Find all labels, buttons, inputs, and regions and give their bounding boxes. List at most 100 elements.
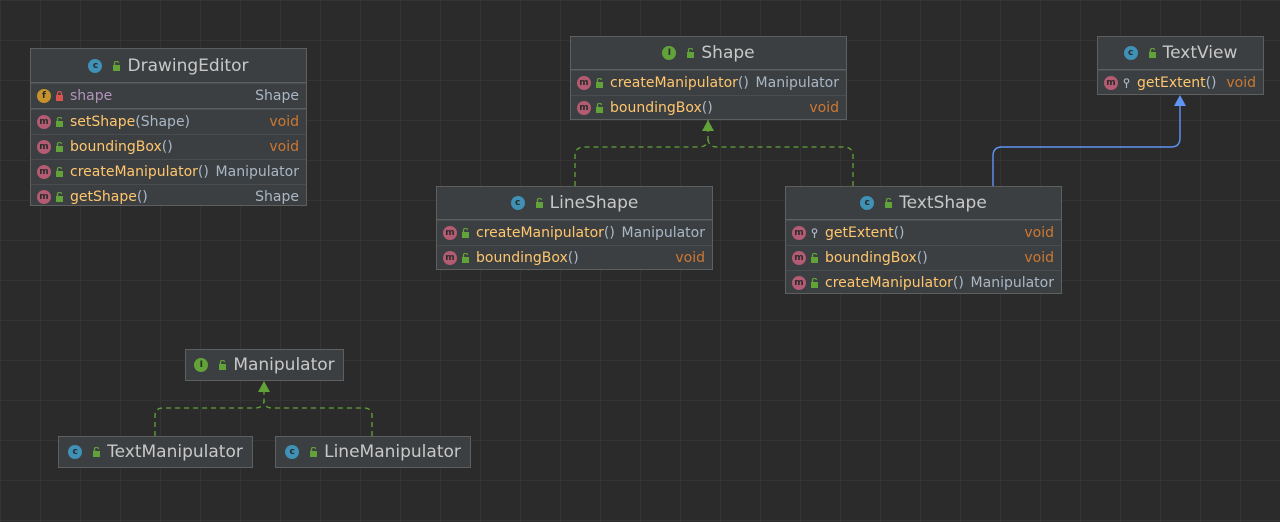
package-visibility-icon <box>811 228 818 238</box>
public-visibility-icon <box>811 253 818 263</box>
method-name: setShape <box>70 114 136 130</box>
method-icon: m <box>37 140 51 154</box>
method-params: () <box>197 164 209 180</box>
method-row[interactable]: m createManipulator() Manipulator <box>31 159 306 184</box>
method-row[interactable]: m getExtent() void <box>1098 70 1263 95</box>
method-params: () <box>893 225 905 241</box>
field-name: shape <box>70 88 113 104</box>
method-icon: m <box>37 190 51 204</box>
method-name: getExtent <box>1137 75 1206 91</box>
method-row[interactable]: m setShape(Shape) void <box>31 109 306 134</box>
public-visibility-icon <box>56 192 63 202</box>
class-title: LineManipulator <box>324 442 461 462</box>
public-visibility-icon <box>462 253 469 263</box>
class-node-line-manipulator[interactable]: c LineManipulator <box>275 436 471 468</box>
method-return-type: void <box>1024 250 1054 266</box>
class-node-line-shape[interactable]: c LineShape m createManipulator() Manipu… <box>436 186 713 270</box>
method-name: boundingBox <box>476 250 568 266</box>
public-visibility-icon <box>56 142 63 152</box>
method-icon: m <box>37 115 51 129</box>
method-params: () <box>916 250 928 266</box>
method-row[interactable]: m getExtent() void <box>786 220 1061 245</box>
method-name: createManipulator <box>610 75 738 91</box>
method-icon: m <box>443 226 457 240</box>
public-visibility-icon <box>811 278 818 288</box>
public-visibility-icon <box>310 447 318 457</box>
class-node-text-shape[interactable]: c TextShape m getExtent() void m boundin… <box>785 186 1062 294</box>
public-visibility-icon <box>56 167 63 177</box>
method-icon: m <box>443 251 457 265</box>
public-visibility-icon <box>687 48 695 58</box>
interface-node-manipulator[interactable]: I Manipulator <box>185 349 344 381</box>
method-params: () <box>603 225 615 241</box>
class-title: TextShape <box>899 193 987 213</box>
method-return-type: void <box>1024 225 1054 241</box>
abstract-method-icon: m <box>577 101 591 115</box>
method-name: createManipulator <box>825 275 953 291</box>
method-params: () <box>737 75 749 91</box>
method-icon: m <box>792 251 806 265</box>
method-params: () <box>952 275 964 291</box>
public-visibility-icon <box>219 360 227 370</box>
method-row[interactable]: m boundingBox() void <box>786 245 1061 270</box>
method-params: (Shape) <box>135 114 191 130</box>
method-row[interactable]: m getShape() Shape <box>31 184 306 209</box>
method-params: () <box>701 100 713 116</box>
class-icon: c <box>860 196 875 210</box>
interface-icon: I <box>662 46 677 60</box>
public-visibility-icon <box>1148 48 1156 58</box>
edge-arrowhead-manipulator <box>258 381 270 392</box>
method-name: createManipulator <box>476 225 604 241</box>
public-visibility-icon <box>56 117 63 127</box>
method-params: () <box>161 139 173 155</box>
method-row[interactable]: m createManipulator() Manipulator <box>437 220 712 245</box>
field-icon: f <box>37 89 51 103</box>
class-title: TextManipulator <box>107 442 243 462</box>
class-icon: c <box>285 445 300 459</box>
method-return-type: void <box>269 114 299 130</box>
abstract-method-icon: m <box>577 76 591 90</box>
edge-textshape-extends-textview <box>992 105 1181 186</box>
method-name: createManipulator <box>70 164 198 180</box>
method-name: getShape <box>70 189 137 205</box>
method-row[interactable]: m boundingBox() void <box>31 134 306 159</box>
method-name: getExtent <box>825 225 894 241</box>
interface-title: Shape <box>701 43 755 63</box>
public-visibility-icon <box>113 60 121 71</box>
private-visibility-icon <box>56 91 63 101</box>
class-title: TextView <box>1162 43 1238 63</box>
interface-icon: I <box>194 358 209 372</box>
class-icon: c <box>510 196 525 210</box>
public-visibility-icon <box>93 447 101 457</box>
class-node-text-view[interactable]: c TextView m getExtent() void <box>1097 36 1264 95</box>
class-node-text-manipulator[interactable]: c TextManipulator <box>58 436 253 468</box>
method-return-type: Manipulator <box>755 75 839 91</box>
edge-arrowhead-shape <box>702 120 714 131</box>
method-row[interactable]: m createManipulator() Manipulator <box>571 70 846 95</box>
method-return-type: void <box>1226 75 1256 91</box>
field-row[interactable]: f shape Shape <box>31 83 306 108</box>
method-params: () <box>1205 75 1217 91</box>
field-type: Shape <box>255 88 299 104</box>
method-name: boundingBox <box>70 139 162 155</box>
method-params: () <box>136 189 148 205</box>
method-params: () <box>567 250 579 266</box>
method-row[interactable]: m boundingBox() void <box>571 95 846 120</box>
method-row[interactable]: m createManipulator() Manipulator <box>786 270 1061 295</box>
edge-linemanipulator-implements-manipulator <box>263 399 373 436</box>
method-return-type: Manipulator <box>215 164 299 180</box>
public-visibility-icon <box>462 228 469 238</box>
method-return-type: Manipulator <box>970 275 1054 291</box>
method-return-type: Shape <box>255 189 299 205</box>
method-row[interactable]: m boundingBox() void <box>437 245 712 270</box>
class-icon: c <box>1123 46 1138 60</box>
edge-textshape-implements-shape <box>707 137 854 186</box>
class-title: DrawingEditor <box>127 55 249 76</box>
interface-node-shape[interactable]: I Shape m createManipulator() Manipulato… <box>570 36 847 120</box>
class-node-drawing-editor[interactable]: c DrawingEditor f shape Shape m setShape… <box>30 48 307 206</box>
method-icon: m <box>37 165 51 179</box>
method-name: boundingBox <box>825 250 917 266</box>
edge-textmanipulator-implements-manipulator <box>154 392 265 436</box>
class-icon: c <box>88 58 103 73</box>
method-icon: m <box>792 276 806 290</box>
